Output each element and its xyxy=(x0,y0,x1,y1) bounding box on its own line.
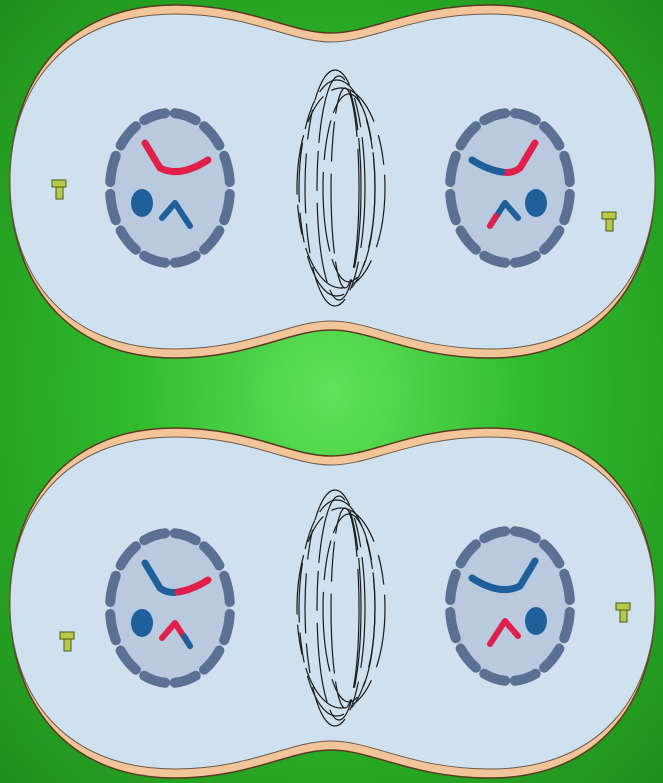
centriole-bar xyxy=(620,610,627,622)
cell-lower xyxy=(10,428,655,778)
nucleolus xyxy=(525,189,547,217)
nuclear-envelope-segment xyxy=(450,612,456,638)
centriole-bar xyxy=(56,187,63,199)
centriole-bar xyxy=(60,632,74,639)
nuclear-envelope-segment xyxy=(224,576,230,602)
nuclear-envelope-segment xyxy=(110,156,116,182)
centriole-bar xyxy=(52,180,66,187)
nuclear-envelope-segment xyxy=(450,156,456,182)
centriole-bar xyxy=(616,603,630,610)
nuclear-envelope-segment xyxy=(450,574,456,600)
nuclear-envelope-segment xyxy=(564,574,570,600)
centriole-bar xyxy=(602,212,616,219)
nuclear-envelope-segment xyxy=(564,612,570,638)
nuclear-envelope-segment xyxy=(450,194,456,220)
nuclear-envelope-segment xyxy=(224,614,230,640)
nuclear-envelope-segment xyxy=(110,614,116,640)
nuclear-envelope-segment xyxy=(110,576,116,602)
nuclear-envelope-segment xyxy=(110,194,116,220)
centriole-bar xyxy=(606,219,613,231)
nuclear-envelope-segment xyxy=(564,156,570,182)
nuclear-envelope-segment xyxy=(564,194,570,220)
centriole-bar xyxy=(64,639,71,651)
nucleolus xyxy=(131,189,153,217)
nucleolus xyxy=(131,609,153,637)
nuclear-envelope-segment xyxy=(224,156,230,182)
nuclear-envelope-segment xyxy=(224,194,230,220)
nucleolus xyxy=(525,607,547,635)
cell-upper xyxy=(10,5,655,358)
